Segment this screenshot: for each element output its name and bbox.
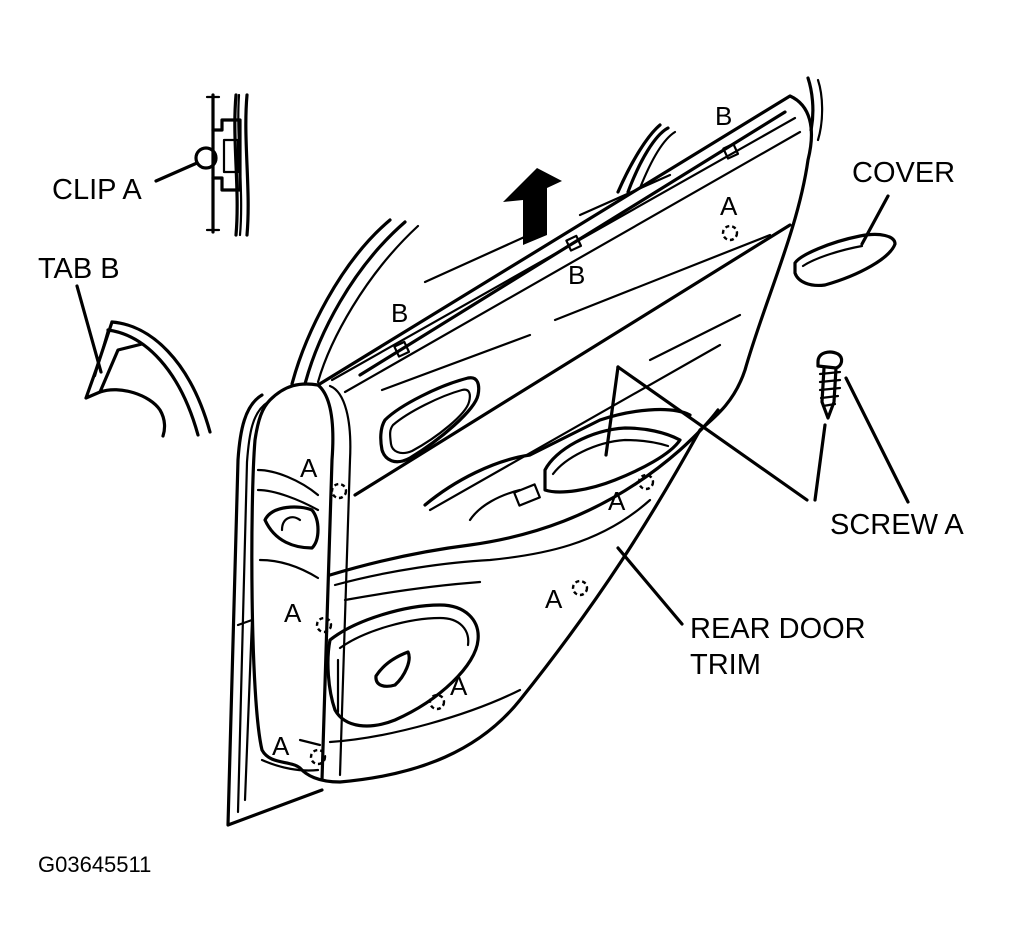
clip-a-label: CLIP A	[52, 174, 142, 206]
figure-code: G03645511	[38, 852, 152, 877]
tab-b-holes	[393, 142, 740, 358]
cover-part	[793, 194, 897, 288]
screw-a-label: SCREW A	[830, 509, 964, 541]
rear-door-trim-label-line2: TRIM	[690, 649, 761, 681]
cover-label: COVER	[852, 157, 956, 189]
door-panel	[226, 94, 813, 827]
rear-door-trim-leader	[616, 546, 684, 626]
marker-a-bottom-left: A	[272, 731, 290, 761]
clip-a-detail	[154, 93, 250, 237]
marker-a-upper-right: A	[720, 191, 738, 221]
up-arrow-icon	[503, 168, 562, 245]
marker-a-bottom-middle: A	[450, 671, 468, 701]
tab-b-detail	[75, 284, 212, 438]
screw-part	[816, 350, 844, 420]
marker-b-left: B	[391, 298, 409, 328]
marker-a-left-middle: A	[284, 598, 302, 628]
clip-a-holes	[309, 224, 739, 766]
rear-door-trim-label-line1: REAR DOOR	[690, 613, 866, 645]
marker-a-left-upper: A	[300, 453, 318, 483]
marker-b-middle: B	[568, 260, 586, 290]
marker-b-upper-right: B	[715, 101, 733, 131]
tab-b-label: TAB B	[38, 253, 120, 285]
marker-a-armrest: A	[608, 486, 626, 516]
screw-a-leaders	[604, 365, 910, 504]
marker-a-lower-middle: A	[545, 584, 563, 614]
